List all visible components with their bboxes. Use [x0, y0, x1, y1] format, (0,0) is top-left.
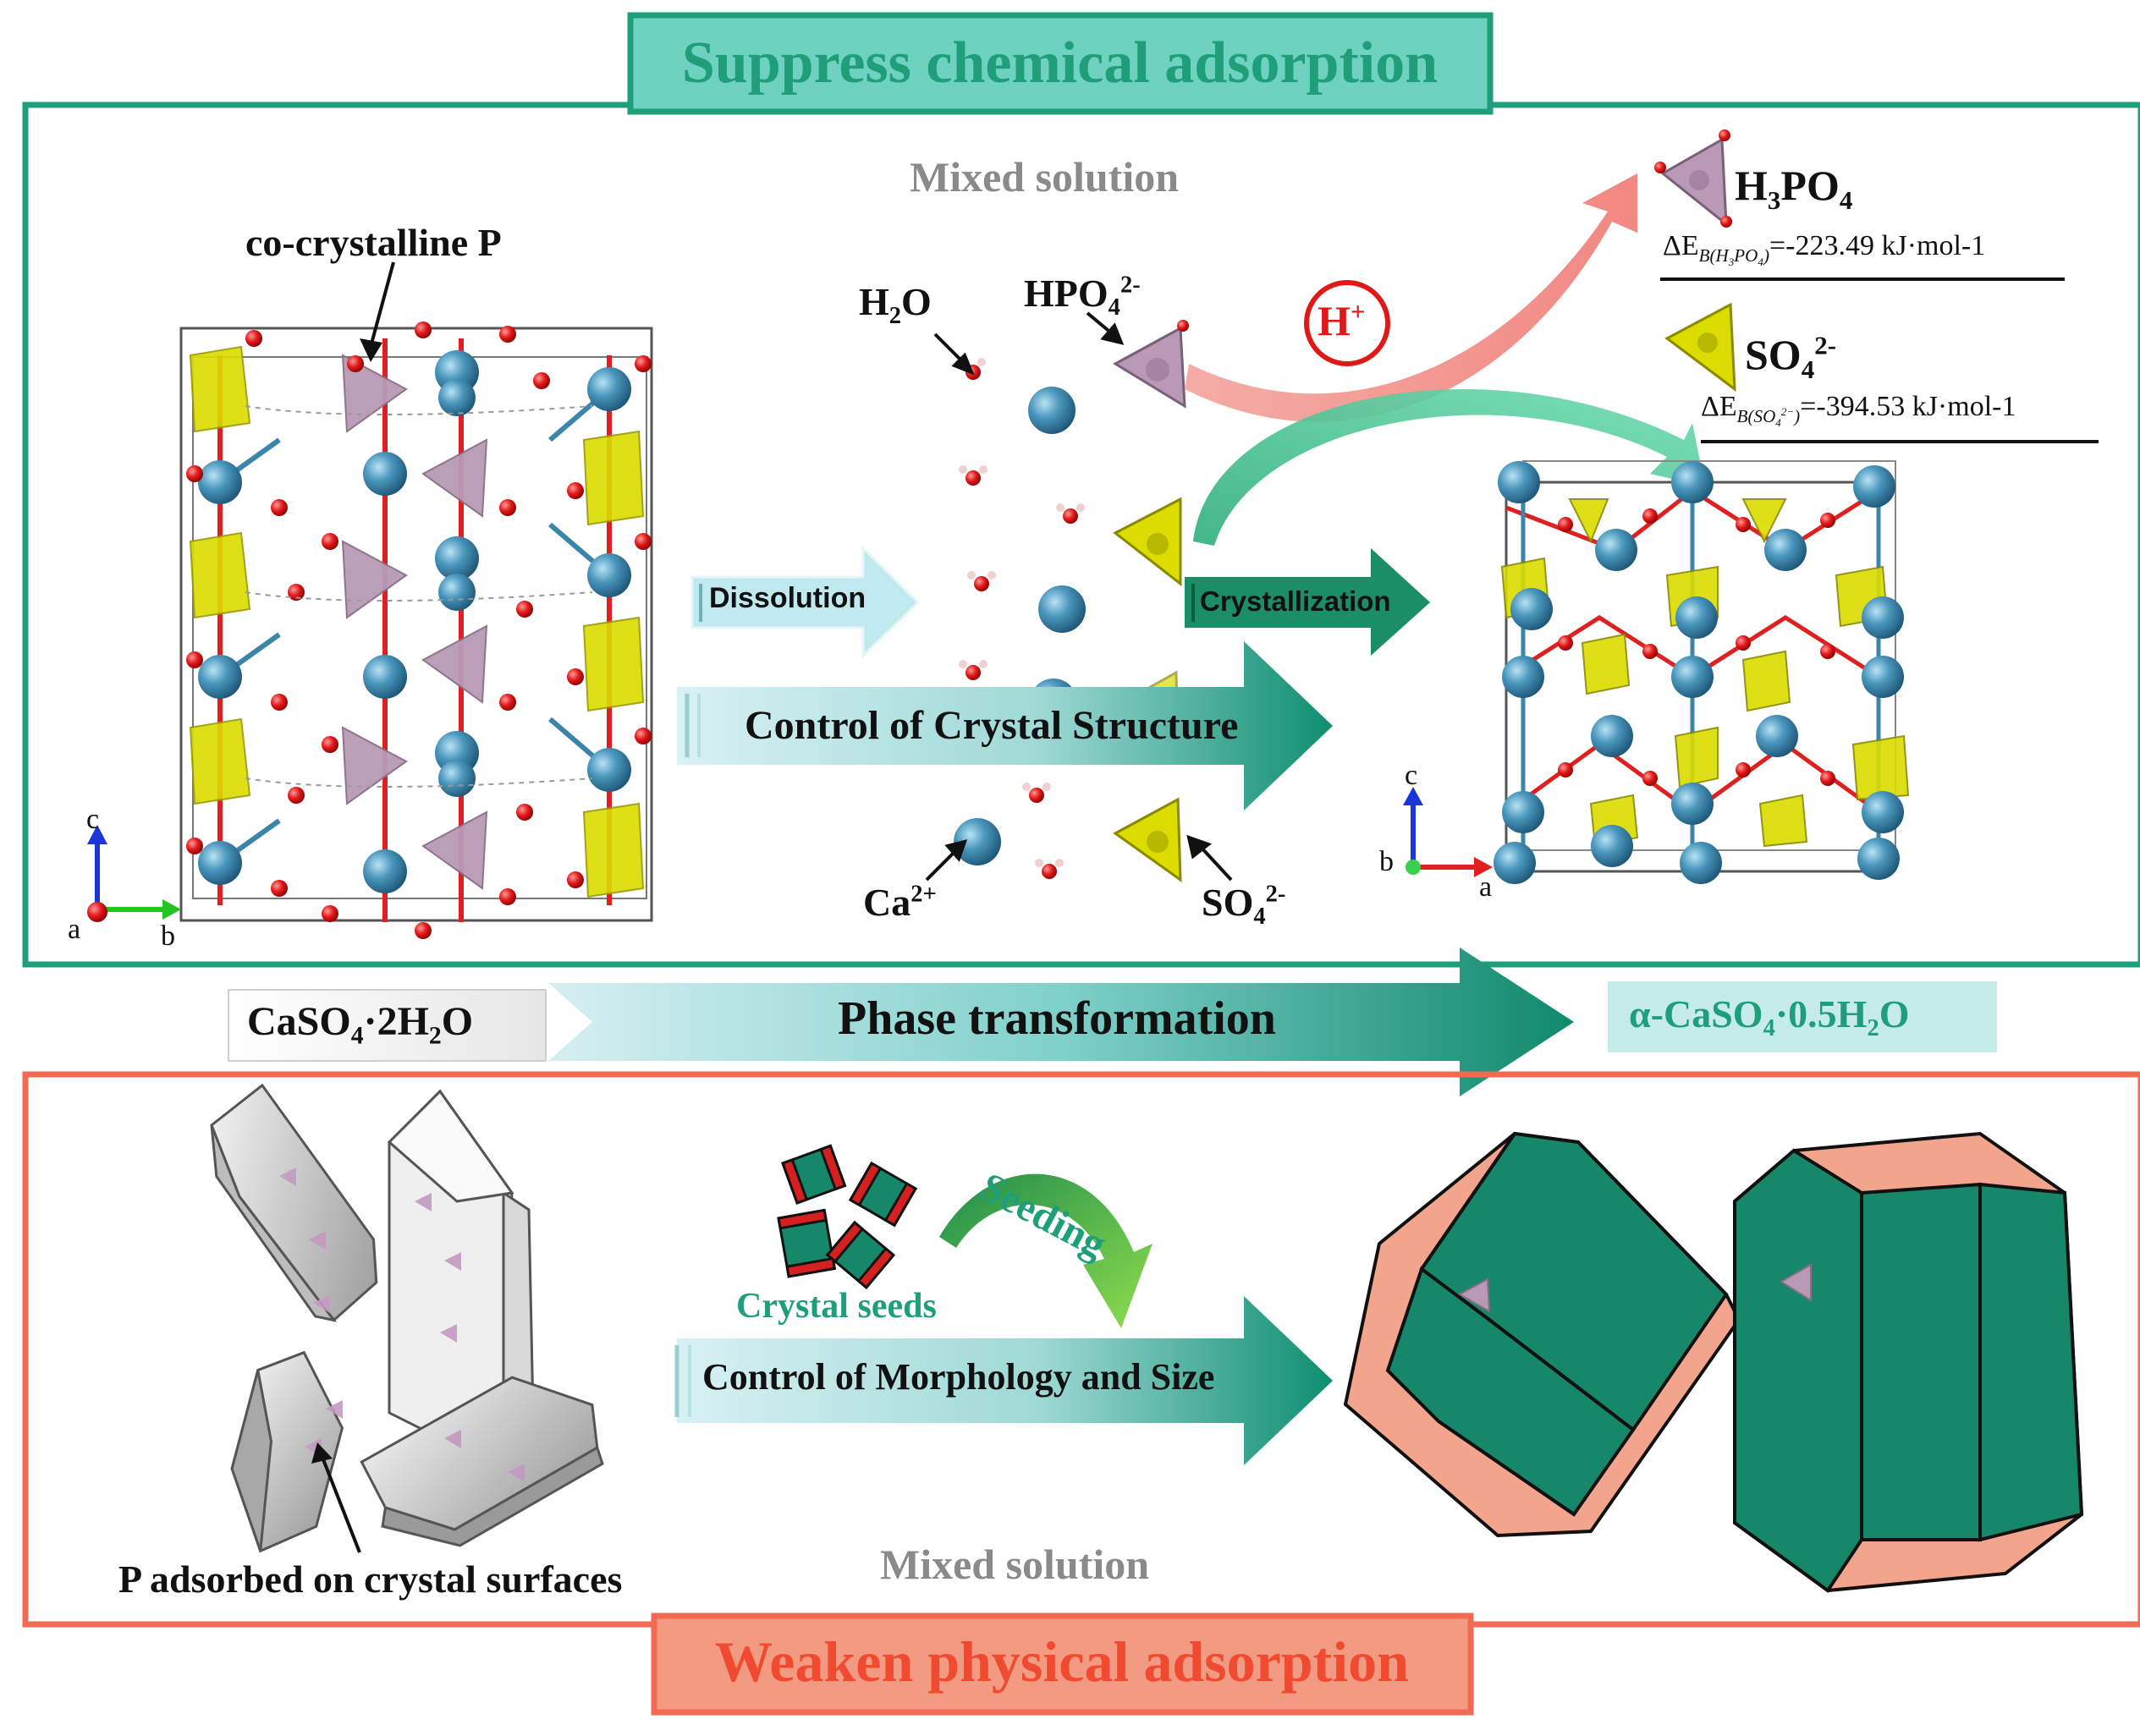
- dihydrate-crystal-structure: [179, 321, 653, 939]
- h2o-label: H2O: [859, 280, 932, 330]
- co-crystalline-pointer-icon: [360, 261, 395, 362]
- control-crystal-label: Control of Crystal Structure: [745, 703, 1239, 748]
- so4-side-label: SO42-: [1745, 330, 1837, 384]
- crystal-seeds: [777, 1144, 918, 1289]
- hpo4-label: HPO42-: [1024, 272, 1141, 321]
- pointer-arrow-icon: [925, 311, 1233, 882]
- phosphate-ion: [1113, 320, 1189, 409]
- top-title-box: [627, 12, 1494, 115]
- mixed-solution-top: Mixed solution: [910, 153, 1180, 201]
- calcium-ions: [954, 387, 1086, 865]
- co-crystalline-label: co-crystalline P: [245, 221, 502, 264]
- hemihydrate-box: [1608, 981, 1997, 1052]
- control-morph-arrow-icon: [674, 1296, 1333, 1465]
- top-panel-title: Suppress chemical adsorption: [681, 30, 1439, 96]
- crystallization-arrow-icon: [1185, 548, 1430, 656]
- axis-left-c: c: [86, 804, 100, 835]
- h-plus-circle: [1304, 280, 1390, 366]
- axis-left-b: b: [161, 920, 175, 952]
- phase-transformation-label: Phase transformation: [838, 992, 1276, 1045]
- axis-right-c: c: [1405, 760, 1418, 791]
- seeding-arrow-icon: [939, 1173, 1153, 1328]
- so4-label: SO42-: [1202, 881, 1286, 931]
- control-crystal-arrow-icon: [677, 641, 1333, 810]
- hemihydrate-label: α-CaSO4·0.5H2O: [1629, 992, 1910, 1042]
- hemihydrate-crystal-upright: [1733, 1131, 2084, 1593]
- control-morph-label: Control of Morphology and Size: [702, 1356, 1215, 1398]
- bottom-panel-title: Weaken physical adsorption: [715, 1629, 1409, 1694]
- axes-right-icon: [1403, 787, 1493, 877]
- h3po4-label: H3PO4: [1735, 162, 1853, 215]
- h-plus-label: H+: [1318, 296, 1366, 344]
- h3po4-energy: ΔEB(H3PO4)=-223.49 kJ·mol-1: [1663, 230, 1986, 268]
- axis-right-a: a: [1479, 871, 1493, 903]
- grey-plate-crystals: [210, 1083, 604, 1553]
- h-plus-arrow-icon: [1185, 173, 1637, 422]
- sulfate-crystallize-arrow-icon: [1193, 388, 1705, 546]
- p-adsorbed-label: P adsorbed on crystal surfaces: [118, 1557, 623, 1601]
- axis-right-b: b: [1379, 846, 1394, 877]
- dihydrate-box: [228, 989, 547, 1062]
- axis-left-a: a: [68, 914, 81, 945]
- p-adsorbed-pointer-icon: [311, 1442, 361, 1553]
- p-marker-upright: [1780, 1263, 1812, 1302]
- mixed-solution-bottom: Mixed solution: [880, 1541, 1150, 1588]
- crystallization-label: Crystallization: [1200, 585, 1391, 617]
- dissolution-label: Dissolution: [709, 582, 866, 614]
- axes-left-icon: [87, 825, 181, 922]
- bottom-title-box: [651, 1612, 1474, 1716]
- ca-label: Ca2+: [863, 881, 937, 924]
- dissolution-arrow-icon: [690, 545, 921, 659]
- h3po4-molecule: [1654, 129, 1732, 228]
- dihydrate-label: CaSO4·2H2O: [247, 999, 474, 1050]
- phase-transformation-arrow-icon: [548, 948, 1574, 1096]
- hemihydrate-crystal-tilted: [1343, 1131, 1741, 1538]
- crystal-seeds-label: Crystal seeds: [736, 1287, 937, 1326]
- so4-energy: ΔEB(SO42−)=-394.53 kJ·mol-1: [1701, 391, 2016, 429]
- hemihydrate-crystal-structure: [1494, 460, 1910, 884]
- p-marker-tilted: [1457, 1277, 1491, 1313]
- so4-side-molecule: [1664, 302, 1736, 393]
